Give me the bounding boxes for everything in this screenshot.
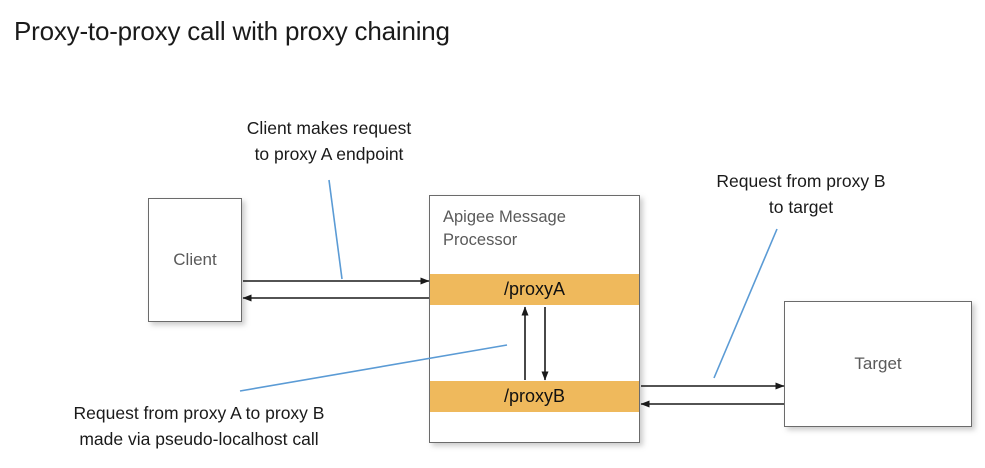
leader-line-client-request [328, 179, 343, 280]
annotation-proxy-chain: Request from proxy A to proxy B made via… [73, 403, 325, 449]
node-target-label: Target [854, 354, 902, 373]
leader-line-proxy-b-to-target [713, 228, 778, 379]
page-title: Proxy-to-proxy call with proxy chaining [14, 16, 450, 46]
proxy-band-b[interactable]: /proxyB [430, 381, 639, 412]
proxy-band-a[interactable]: /proxyA [430, 274, 639, 305]
node-target[interactable]: Target [784, 301, 972, 427]
node-client-label: Client [173, 250, 217, 269]
node-message-processor[interactable]: Apigee Message Processor /proxyA /proxyB [429, 195, 640, 443]
message-processor-label: Apigee Message Processor [443, 208, 566, 249]
annotation-client-request: Client makes request to proxy A endpoint [246, 118, 412, 164]
node-client[interactable]: Client [148, 198, 242, 322]
annotation-proxy-b-to-target: Request from proxy B to target [716, 171, 886, 217]
